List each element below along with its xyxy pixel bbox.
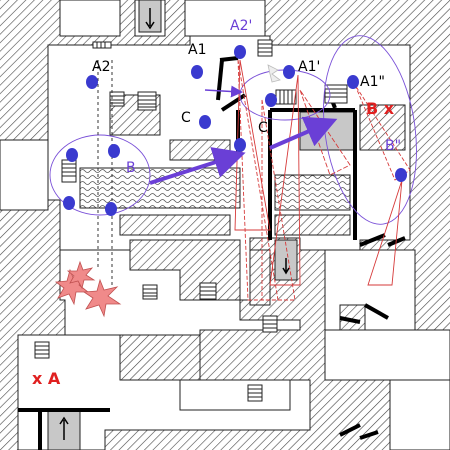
player-marker-icon xyxy=(108,144,120,158)
wall-b1 xyxy=(339,423,361,437)
floor-bottom-center xyxy=(179,379,291,411)
shaft-arrows xyxy=(59,8,290,440)
stairs-icon xyxy=(275,89,297,105)
floor-top-left xyxy=(59,0,121,37)
sightline-bdp xyxy=(367,179,403,286)
floor-bottom-right-corner xyxy=(389,379,450,450)
stairs-icon xyxy=(61,159,77,183)
guide-lines xyxy=(97,60,113,290)
explosion-icon xyxy=(66,260,96,290)
explosions xyxy=(54,260,122,318)
label-b-x: B x xyxy=(366,99,395,118)
wall-r3 xyxy=(339,316,361,324)
label-a1-prime: A1' xyxy=(298,59,320,75)
sightline-a1dp xyxy=(354,84,411,181)
walls xyxy=(18,56,406,450)
route-arrow-a1 xyxy=(204,85,243,98)
block-e xyxy=(249,249,271,306)
water-left xyxy=(79,167,241,209)
label-a1-left: A1 xyxy=(188,42,206,58)
floor-lower-mid xyxy=(59,249,301,341)
route-arrow-b xyxy=(149,147,246,185)
stairs-icon xyxy=(262,315,278,333)
label-a2-prime: A2' xyxy=(230,18,252,34)
block-b xyxy=(169,139,231,161)
player-marker-icon xyxy=(191,65,203,79)
floor-left-lobby xyxy=(0,139,49,211)
explosion-icon xyxy=(82,278,122,318)
map-labels: A2' A1 A1' A1" A2 C C B B x B" x A xyxy=(32,18,401,388)
floor-right-lower xyxy=(324,249,416,331)
block-c xyxy=(119,214,231,236)
sightline-a1p xyxy=(269,74,301,286)
floor-top-mid xyxy=(184,0,266,37)
wall-r1 xyxy=(359,233,386,247)
player-marker-icon xyxy=(395,168,407,182)
label-x-a: x A xyxy=(32,369,61,388)
player-marker-icon xyxy=(86,75,98,89)
white-arrow-icon xyxy=(267,64,281,83)
player-marker-icon xyxy=(283,65,295,79)
wall-c xyxy=(220,93,247,112)
player-markers xyxy=(63,45,407,216)
label-a2: A2 xyxy=(92,59,110,75)
wall-a1 xyxy=(219,56,239,62)
sightline-cb xyxy=(261,99,296,301)
player-marker-icon xyxy=(66,148,78,162)
label-b-double-prime: B" xyxy=(385,138,401,154)
player-marker-icon xyxy=(63,196,75,210)
wall-r4 xyxy=(364,303,389,320)
zone-ellipse-b xyxy=(49,134,151,216)
block-h xyxy=(119,334,201,381)
sightlines xyxy=(234,59,411,301)
stairs-icon xyxy=(34,341,50,359)
player-marker-icon xyxy=(234,45,246,59)
stairs-icon xyxy=(257,39,273,57)
water-right xyxy=(274,174,351,211)
player-marker-icon xyxy=(234,138,246,152)
stairs-group xyxy=(34,39,348,402)
player-marker-icon xyxy=(347,75,359,89)
player-marker-icon xyxy=(105,202,117,216)
stairs-icon xyxy=(92,41,112,49)
route-arrow-bx xyxy=(269,116,338,150)
label-c-left: C xyxy=(181,110,191,126)
label-c-right: C xyxy=(258,120,268,136)
label-b-left: B xyxy=(126,160,136,176)
player-marker-icon xyxy=(265,93,277,107)
player-marker-icon xyxy=(199,115,211,129)
wall-b2 xyxy=(359,430,379,440)
route-arrows xyxy=(149,85,338,185)
stairs-icon xyxy=(137,91,157,111)
block-d xyxy=(274,214,351,236)
stairs-icon xyxy=(247,384,263,402)
label-a1-double-prime: A1" xyxy=(360,74,385,90)
floor-bottom-right xyxy=(324,329,450,381)
wall-a1-v xyxy=(216,59,224,101)
stairs-icon xyxy=(142,284,158,300)
stairs-icon xyxy=(199,282,217,300)
